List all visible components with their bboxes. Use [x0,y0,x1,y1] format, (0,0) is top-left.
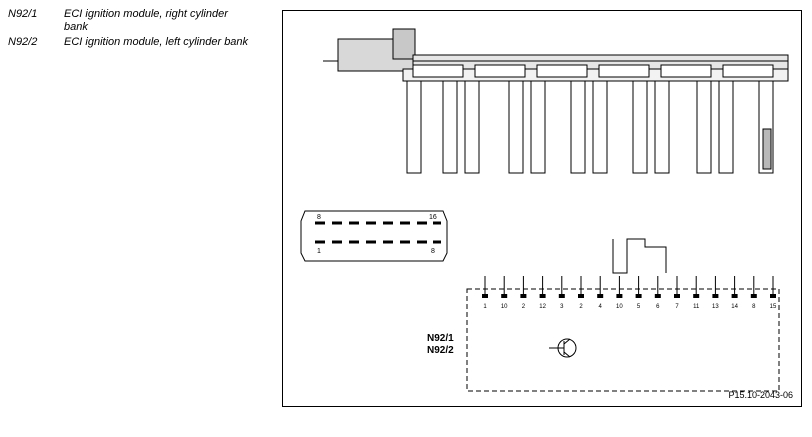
pin-terminal [520,294,527,298]
schematic-pin: 2 [578,276,584,310]
connector-view: 8 16 1 8 [300,210,448,262]
diagram-panel: 8 16 1 8 1 10 2 12 3 2 4 10 5 6 7 11 13 14 8 15 N92/1 N… [282,10,802,407]
pin-terminal [750,294,757,298]
schematic-pin: 8 [750,276,757,310]
pin-label: 10 [501,304,508,310]
pin-label: 4 [599,304,603,310]
suppression-resistor [762,128,772,170]
pin-terminal [616,294,623,298]
schematic-pin: 13 [712,276,719,310]
legend-row-n92-2: N92/2 ECI ignition module, left cylinder… [8,36,268,64]
pin-label: 6 [656,304,660,310]
harness-line [612,238,667,274]
pin-terminal [712,294,719,298]
schematic-label-n92-2: N92/2 [427,345,454,356]
schematic-pin: 4 [597,276,604,310]
pin-label: 11 [693,304,700,310]
schematic-pin: 14 [731,276,739,310]
pin-label: 5 [637,304,641,310]
pin-label: 3 [560,304,564,310]
coil-towers [406,80,774,174]
reference-number: P15.10-2043-06 [728,390,793,400]
schematic-pin: 5 [635,276,642,310]
pin-terminal [482,294,488,298]
pin-terminal [731,294,738,298]
pin-label: 2 [522,304,526,310]
pin-terminal [597,294,604,298]
schematic-pin: 2 [520,276,527,310]
legend: N92/1 ECI ignition module, right cylinde… [8,8,268,64]
schematic-pin: 12 [539,276,547,310]
pin-label: 2 [579,304,583,310]
pin-terminal [558,294,565,298]
pin-label: 8 [752,304,756,310]
connector-label-top-left: 8 [317,214,321,221]
pin-label: 12 [539,304,546,310]
legend-description: ECI ignition module, right cylinder bank [64,8,228,33]
pin-terminal [654,294,661,298]
schematic-pin: 3 [558,276,565,310]
module-cap-slots [412,64,774,78]
pin-terminal [539,294,546,298]
pin-label: 15 [770,304,777,310]
schematic-pin: 6 [654,276,661,310]
pin-layer: 1 10 2 12 3 2 4 10 5 6 7 11 13 14 8 15 [482,276,777,310]
schematic-dashed-box [466,288,780,392]
pin-label: 10 [616,304,623,310]
ignition-module-drawing [323,28,789,174]
pin-terminal [635,294,642,298]
schematic-pin: 1 [482,276,488,310]
schematic-pin: 10 [501,276,508,310]
pin-label: 14 [731,304,738,310]
pin-terminal [674,294,680,298]
pin-label: 13 [712,304,719,310]
pin-terminal [770,294,776,298]
legend-code: N92/2 [8,36,38,48]
legend-code: N92/1 [8,8,38,20]
pin-terminal [501,294,508,298]
diagram-svg: 8 16 1 8 1 10 2 12 3 2 4 10 5 6 7 11 13 14 8 15 N92/1 N… [300,28,789,392]
schematic-pin: 10 [616,276,623,310]
legend-description: ECI ignition module, left cylinder bank [64,36,249,48]
connector-label-top-right: 16 [429,214,437,221]
pin-label: 7 [675,304,679,310]
legend-row-n92-1: N92/1 ECI ignition module, right cylinde… [8,8,268,36]
schematic-label-n92-1: N92/1 [427,333,454,344]
connector-label-bottom-left: 1 [317,248,321,255]
pin-label: 1 [483,304,487,310]
transistor-symbol [549,338,577,358]
connector-label-bottom-right: 8 [431,248,435,255]
pin-terminal [578,294,584,298]
schematic-pin: 7 [674,276,680,310]
schematic-pin: 15 [770,276,777,310]
pin-terminal [693,294,700,298]
schematic-pin: 11 [693,276,700,310]
schematic: 1 10 2 12 3 2 4 10 5 6 7 11 13 14 8 15 N92/1 N92/2 [427,238,780,392]
